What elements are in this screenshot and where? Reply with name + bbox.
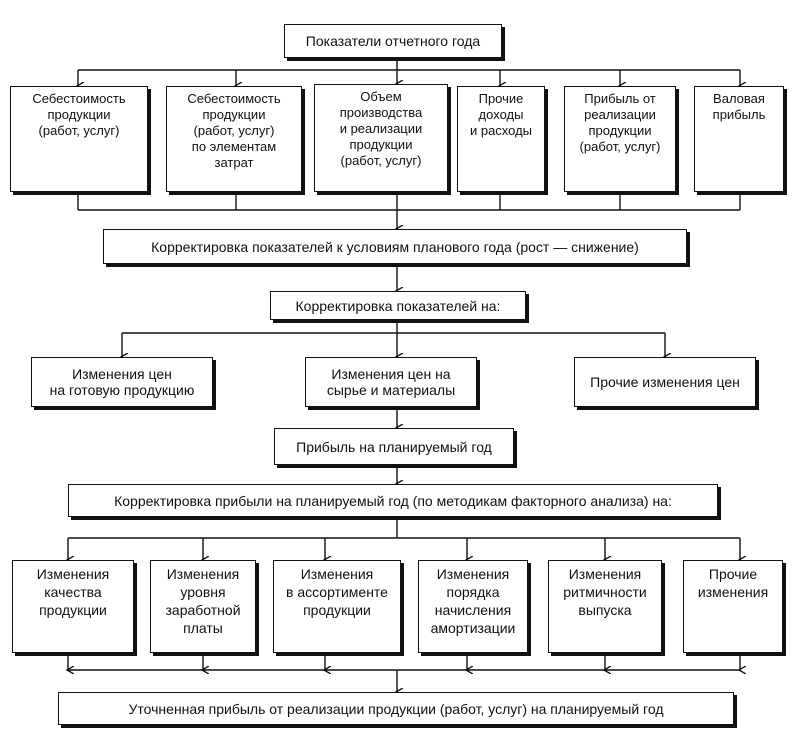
sales-profit-box: Прибыль от реализации продукции (работ, … bbox=[564, 86, 676, 192]
quality-box: Изменения качества продукции bbox=[12, 560, 134, 653]
other-income-box: Прочие доходы и расходы bbox=[457, 86, 545, 192]
cost-box: Себестоимость продукции (работ, услуг) bbox=[10, 86, 148, 192]
volume-box: Объем производства и реализации продукци… bbox=[314, 84, 448, 192]
profit-plan-box: Прибыль на планируемый год bbox=[274, 428, 514, 465]
final-profit-box: Уточненная прибыль от реализации продукц… bbox=[58, 692, 734, 725]
raw-materials-price-box: Изменения цен на сырье и материалы bbox=[305, 357, 477, 407]
cost-elements-box: Себестоимость продукции (работ, услуг) п… bbox=[166, 86, 302, 192]
adjust-profit-box: Корректировка прибыли на планируемый год… bbox=[68, 484, 718, 517]
finished-goods-price-box: Изменения цен на готовую продукцию bbox=[31, 357, 213, 407]
rhythm-box: Изменения ритмичности выпуска bbox=[548, 560, 662, 653]
depreciation-box: Изменения порядка начисления амортизации bbox=[418, 560, 528, 653]
adjust-on-box: Корректировка показателей на: bbox=[270, 291, 526, 320]
adjust-plan-box: Корректировка показателей к условиям пла… bbox=[103, 229, 687, 264]
gross-profit-box: Валовая прибыль bbox=[694, 86, 784, 192]
other-price-box: Прочие изменения цен bbox=[574, 357, 756, 407]
other-changes-box: Прочие изменения bbox=[683, 560, 783, 653]
header-box: Показатели отчетного года bbox=[284, 24, 502, 58]
wages-box: Изменения уровня заработной платы bbox=[150, 560, 256, 653]
assortment-box: Изменения в ассортименте продукции bbox=[273, 560, 401, 653]
